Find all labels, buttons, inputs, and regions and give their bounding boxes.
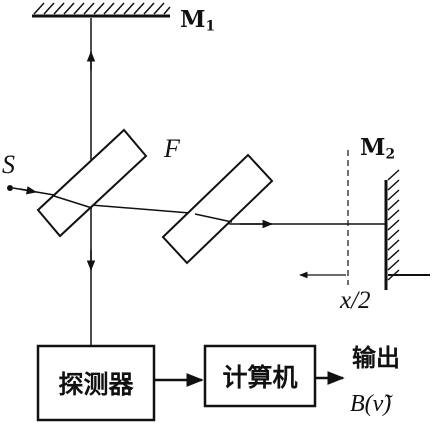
fixed-mirror-m1 [32,2,171,18]
computer-box [203,344,317,408]
detector-box [36,344,156,422]
output-label: 输出 [352,344,400,372]
displacement-label: x/2 [340,287,371,314]
output-function-label: B(ν̃) [350,391,392,417]
signal-arrows [155,371,345,387]
compensator-plate [161,153,274,265]
movable-mirror-m2 [384,169,400,290]
computer-label: 计算机 [222,363,298,392]
source-beam [7,185,61,197]
mirror2-label: M2 [360,134,396,163]
detector-label: 探测器 [58,370,134,399]
splitter-label: F [164,134,180,163]
source-label: S [2,150,15,179]
beam-splitter [36,128,148,238]
mirror1-label: M1 [180,6,216,35]
displacement-markers [299,150,430,285]
